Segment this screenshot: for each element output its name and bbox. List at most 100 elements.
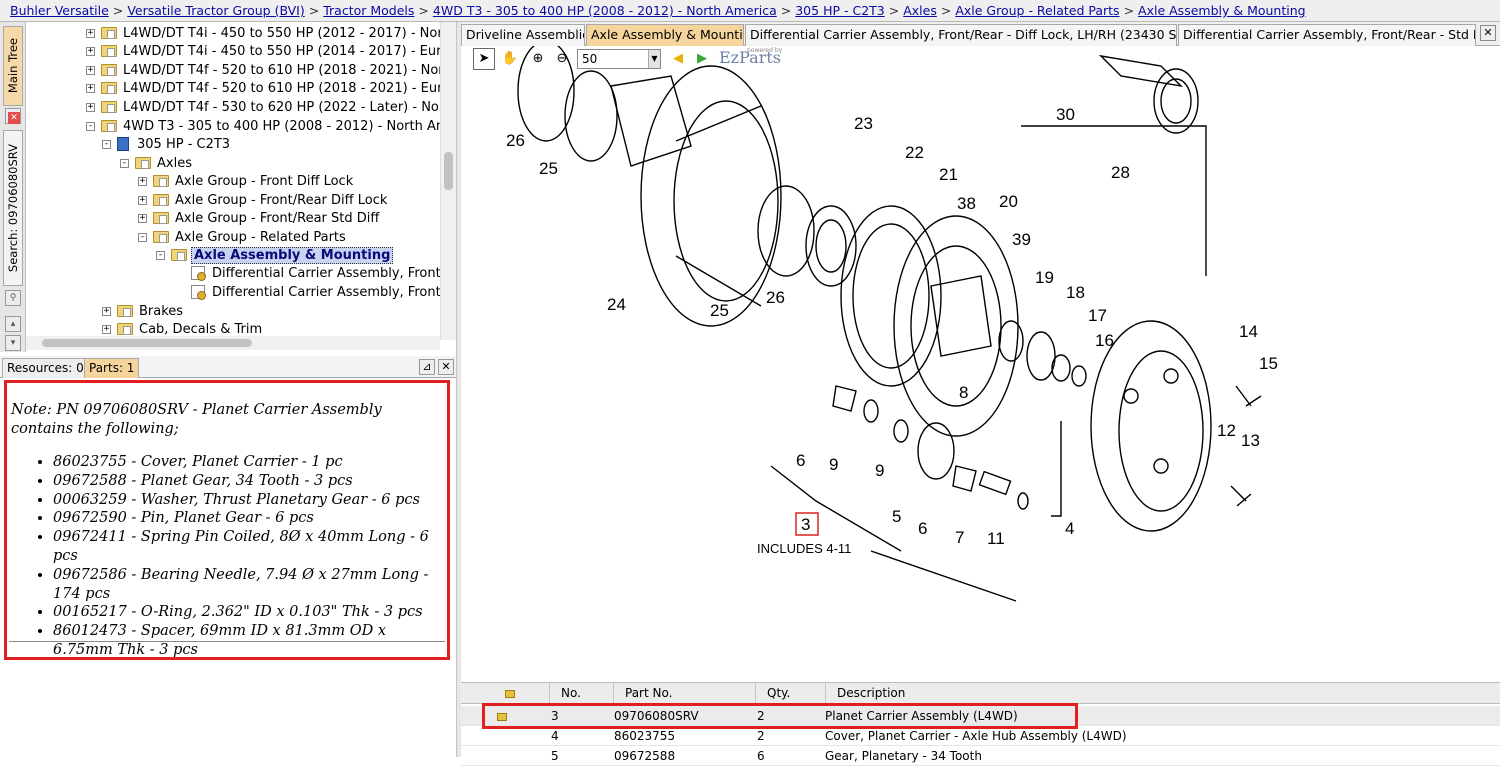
tree-node[interactable]: -305 HP - C2T3 [102, 135, 232, 153]
folder-icon [101, 64, 117, 76]
close-tab-icon[interactable]: ✕ [1480, 25, 1496, 41]
tree-node[interactable]: -Axles [120, 154, 194, 172]
tree-node[interactable]: + L4WD/DT T4f - 520 to 610 HP (2018 - 202… [86, 61, 456, 79]
tree-node[interactable]: -Axle Group - Related Parts [138, 228, 348, 246]
breadcrumb-link[interactable]: Buhler Versatile [10, 3, 109, 18]
tree-node[interactable]: Differential Carrier Assembly, Front/Rea… [176, 283, 456, 301]
col-part-no[interactable]: Part No. [613, 683, 755, 704]
tree-node-label: L4WD/DT T4i - 450 to 550 HP (2012 - 2017… [123, 25, 456, 41]
tree-node[interactable]: +L4WD/DT T4i - 450 to 550 HP (2014 - 201… [86, 42, 456, 60]
tree-node[interactable]: -4WD T3 - 305 to 400 HP (2008 - 2012) - … [86, 117, 456, 135]
folder-icon [101, 45, 117, 57]
tree-node[interactable]: + L4WD/DT T4i - 450 to 550 HP (2012 - 201… [86, 24, 456, 42]
collapse-icon[interactable]: - [120, 157, 129, 168]
svg-text:19: 19 [1035, 268, 1054, 287]
main-tree-tab[interactable]: Main Tree [3, 26, 23, 106]
cell-no: 4 [551, 729, 559, 743]
collapse-icon[interactable]: - [138, 231, 147, 242]
tab-resources[interactable]: Resources: 0 [2, 358, 89, 378]
svg-text:14: 14 [1239, 322, 1258, 341]
zoom-in-icon[interactable]: ⊕ [532, 51, 544, 66]
close-search-icon[interactable]: ✕ [8, 112, 20, 124]
svg-text:24: 24 [607, 295, 626, 314]
tree-node[interactable]: + L4WD/DT T4f - 520 to 610 HP (2018 - 202… [86, 79, 456, 97]
expand-icon[interactable]: + [102, 323, 111, 334]
select-pointer-icon[interactable]: ➤ [473, 48, 495, 70]
chevron-down-icon[interactable]: ▼ [648, 50, 660, 68]
breadcrumb-link[interactable]: 305 HP - C2T3 [795, 3, 885, 18]
tab-parts[interactable]: Parts: 1 [84, 358, 140, 378]
col-no[interactable]: No. [549, 683, 613, 704]
zoom-out-icon[interactable]: ⊖ [556, 51, 568, 66]
folder-icon [171, 249, 187, 261]
back-arrow-icon[interactable]: ◀ [673, 51, 683, 66]
svg-text:17: 17 [1088, 306, 1107, 325]
tree-nav-up-icon[interactable]: ▴ [5, 316, 21, 332]
tree-node[interactable]: -Axle Assembly & Mounting [156, 246, 394, 264]
expand-icon[interactable]: + [86, 27, 95, 38]
col-description[interactable]: Description [825, 683, 1500, 704]
tree-vertical-scrollbar[interactable] [440, 22, 456, 340]
zoom-select[interactable]: 50▼ [577, 49, 661, 69]
cell-no: 3 [551, 709, 559, 723]
tree-node-label: L4WD/DT T4f - 520 to 610 HP (2018 - 2021… [123, 62, 456, 78]
tree-nav-down-icon[interactable]: ▾ [5, 335, 21, 351]
tree-node[interactable]: +L4WD/DT T4f - 530 to 620 HP (2022 - Lat… [86, 98, 456, 116]
tree-node[interactable]: +Axle Group - Front/Rear Std Diff [138, 209, 381, 227]
note-item: 00165217 - O-Ring, 2.362" ID x 0.103" Th… [53, 603, 443, 622]
collapse-icon[interactable]: - [156, 249, 165, 260]
cell-qty: 2 [757, 709, 765, 723]
parts-tree: + L4WD/DT T4i - 450 to 550 HP (2012 - 201… [26, 22, 456, 340]
expand-icon[interactable]: + [138, 194, 147, 205]
cell-qty: 2 [757, 729, 765, 743]
search-tab[interactable]: Search: 09706080SRV [3, 130, 23, 286]
forward-arrow-icon[interactable]: ▶ [697, 51, 707, 66]
side-tab-strip: Main Tree ▦ Search: 09706080SRV ✕ ⚲ ▴ ▾ [0, 22, 26, 352]
tree-node-label: L4WD/DT T4f - 520 to 610 HP (2018 - 2021… [123, 80, 456, 96]
collapse-icon[interactable]: - [102, 138, 111, 149]
expand-icon[interactable]: + [86, 101, 95, 112]
breadcrumb-link[interactable]: Tractor Models [323, 3, 415, 18]
search-icon[interactable]: ⚲ [5, 290, 21, 306]
expand-icon[interactable]: + [86, 45, 95, 56]
tab-axle-assembly-mounting[interactable]: Axle Assembly & Mounting [586, 24, 744, 46]
expand-icon[interactable]: + [138, 175, 147, 186]
breadcrumb-link[interactable]: Axle Assembly & Mounting [1138, 3, 1306, 18]
tab-driveline-assemblies[interactable]: Driveline Assemblies [461, 24, 585, 46]
expand-icon[interactable]: + [86, 82, 95, 93]
col-qty[interactable]: Qty. [755, 683, 825, 704]
tree-node[interactable]: +Axle Group - Front/Rear Diff Lock [138, 191, 389, 209]
book-icon [117, 137, 129, 151]
tree-node-label: Cab, Decals & Trim [139, 321, 263, 337]
tree-node[interactable]: +Axle Group - Front Diff Lock [138, 172, 355, 190]
pin-icon[interactable]: ⊿ [419, 359, 435, 375]
pane-splitter[interactable] [456, 22, 461, 757]
tree-node[interactable]: + Cab, Decals & Trim [102, 320, 264, 338]
tree-node[interactable]: +Brakes [102, 302, 185, 320]
svg-text:5: 5 [892, 507, 901, 526]
svg-text:9: 9 [875, 461, 884, 480]
svg-text:4: 4 [1065, 519, 1074, 538]
close-panel-icon[interactable]: ✕ [438, 359, 454, 375]
tree-horizontal-scrollbar[interactable] [26, 336, 440, 350]
breadcrumb-link[interactable]: Axles [903, 3, 937, 18]
tree-node[interactable]: Differential Carrier Assembly, Front/Rea… [176, 264, 456, 282]
collapse-icon[interactable]: - [86, 120, 95, 131]
svg-text:28: 28 [1111, 163, 1130, 182]
breadcrumb-link[interactable]: Axle Group - Related Parts [955, 3, 1120, 18]
cell-desc: Cover, Planet Carrier - Axle Hub Assembl… [825, 729, 1127, 743]
breadcrumb-link[interactable]: 4WD T3 - 305 to 400 HP (2008 - 2012) - N… [432, 3, 777, 18]
breadcrumb-link[interactable]: Versatile Tractor Group (BVI) [127, 3, 305, 18]
expand-icon[interactable]: + [86, 64, 95, 75]
tab-diff-carrier-diff-lock[interactable]: Differential Carrier Assembly, Front/Rea… [745, 24, 1177, 46]
pan-hand-icon[interactable]: ✋ [501, 51, 519, 66]
expand-icon[interactable]: + [102, 305, 111, 316]
folder-icon [117, 323, 133, 335]
expand-icon[interactable]: + [138, 212, 147, 223]
tab-diff-carrier-std-diff[interactable]: Differential Carrier Assembly, Front/Rea… [1178, 24, 1476, 46]
